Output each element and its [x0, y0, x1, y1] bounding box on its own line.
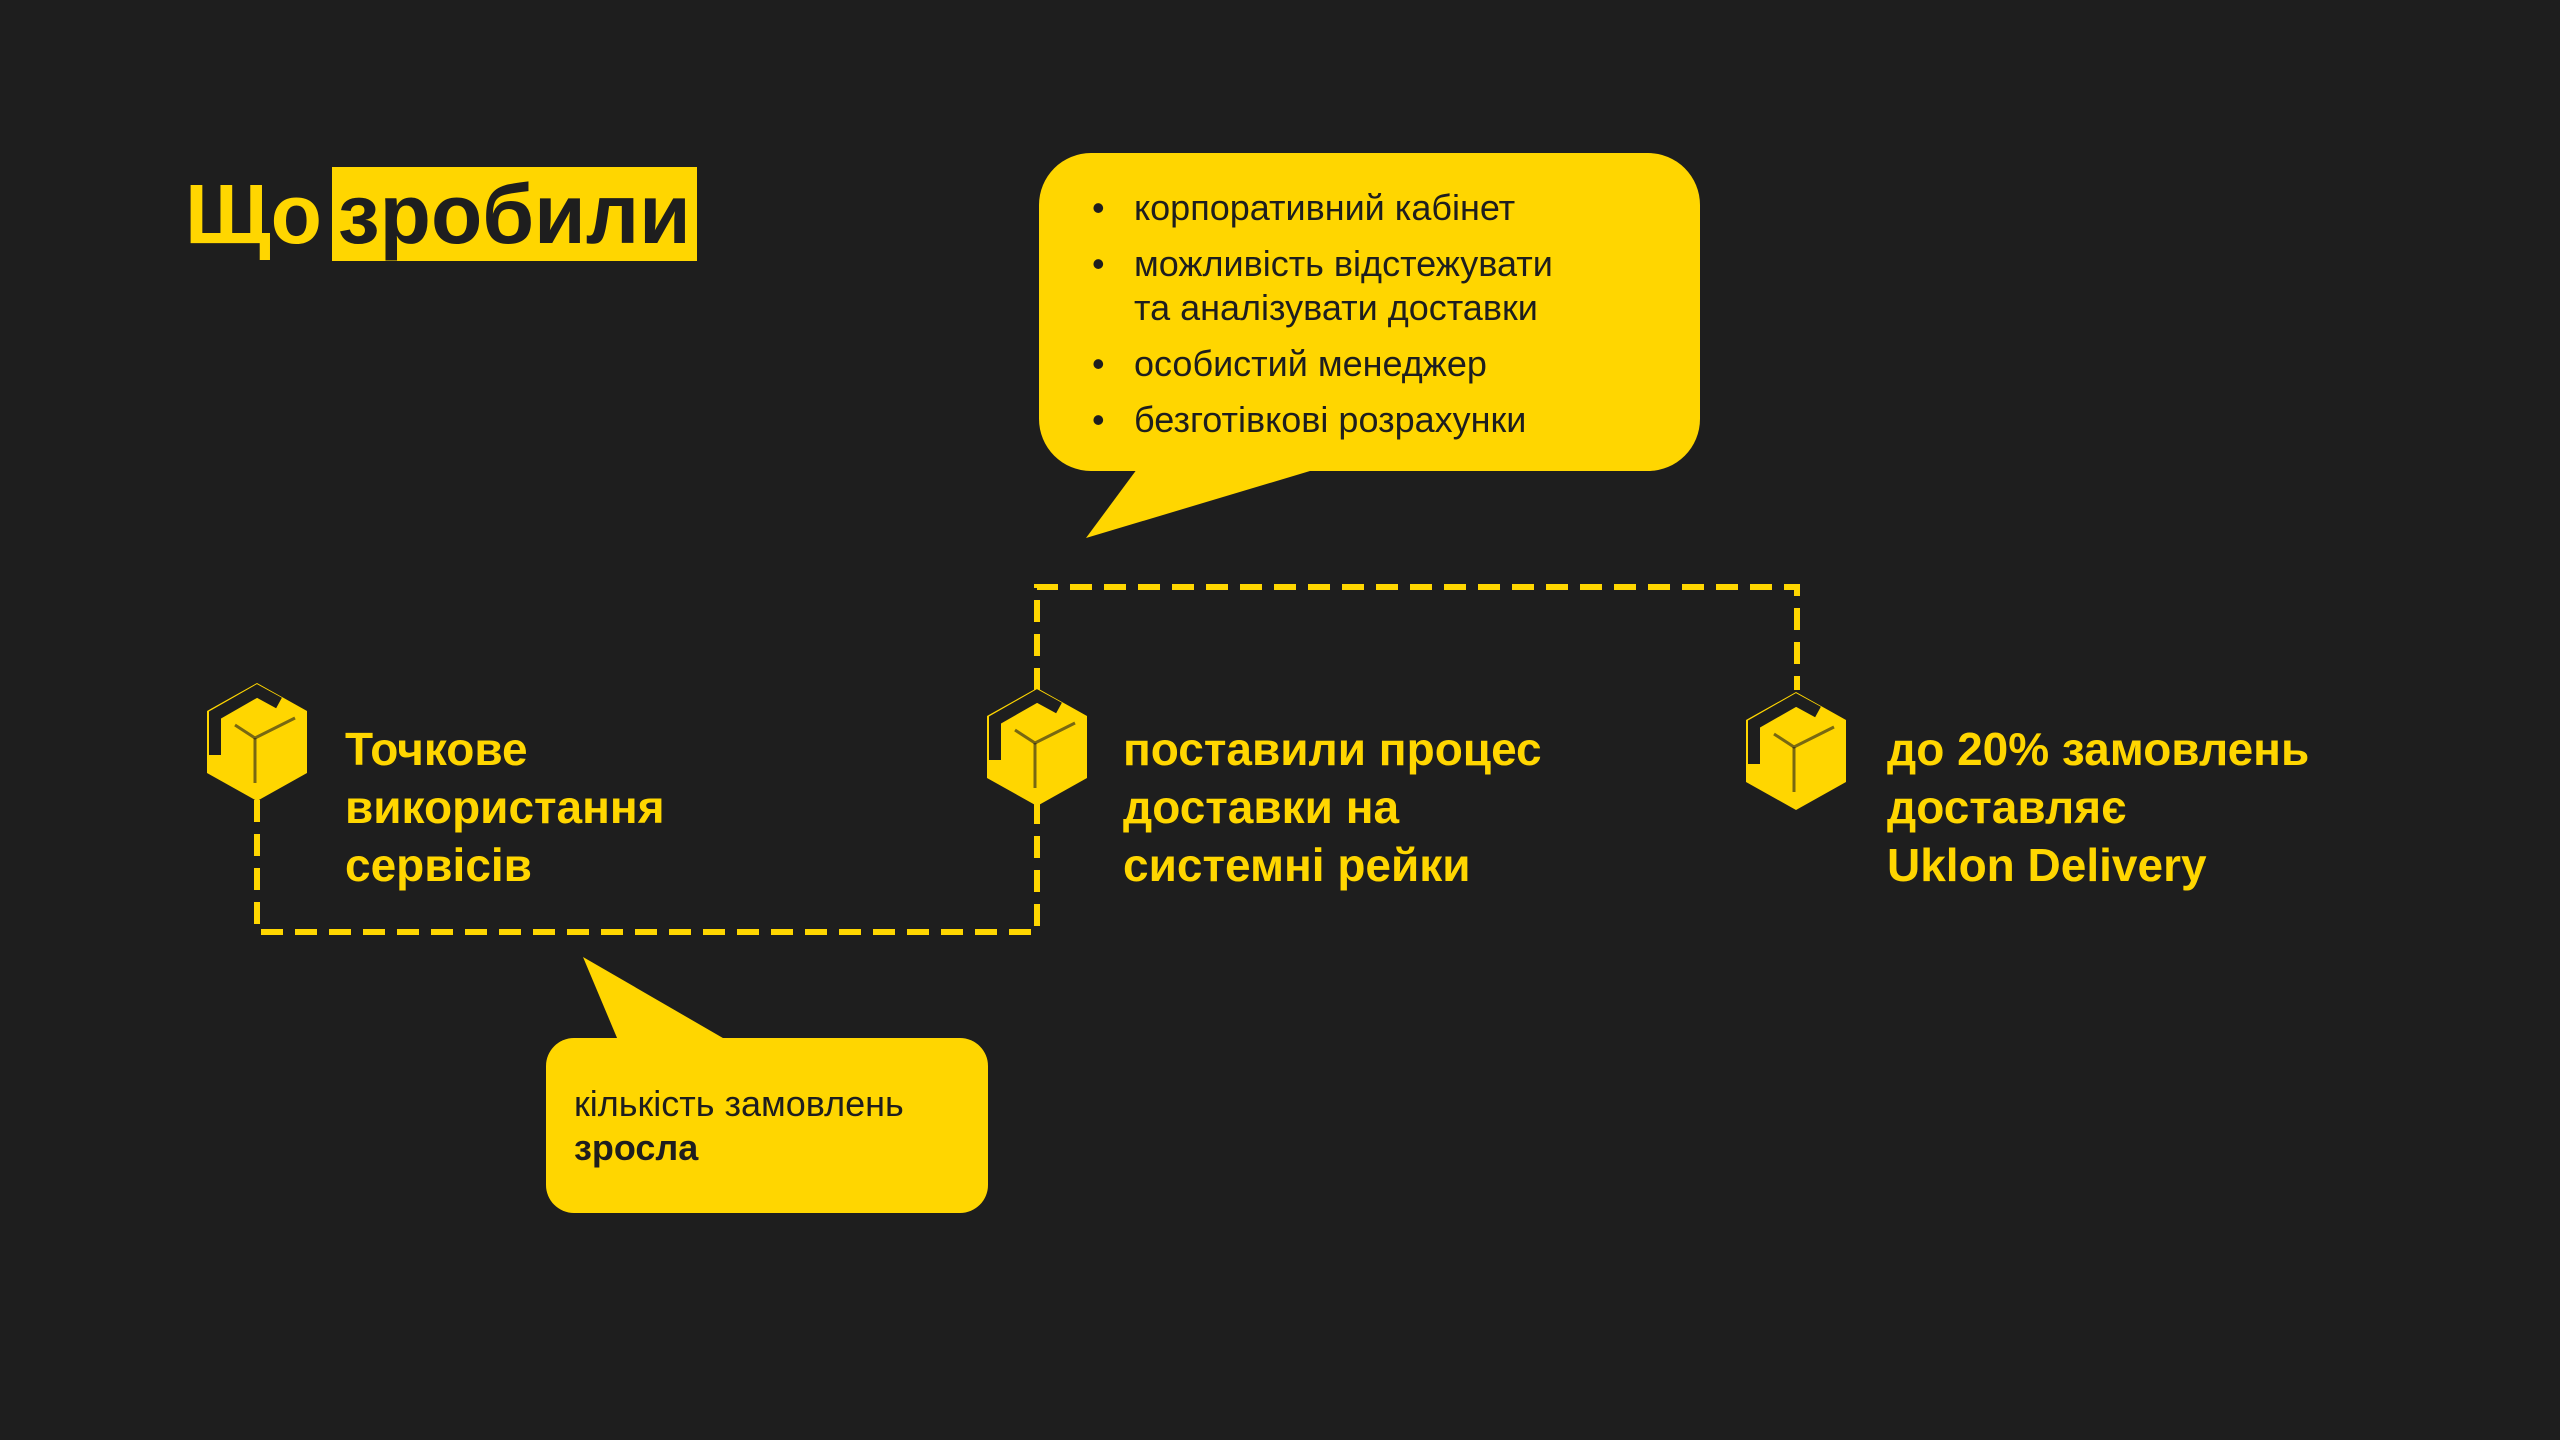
- connector-dashed-bottom: [254, 800, 1040, 935]
- step-text-line: Uklon Delivery: [1887, 839, 2207, 891]
- box-icon: [987, 688, 1087, 806]
- step-text-line: до 20% замовлень: [1887, 723, 2310, 775]
- box-icon: [1746, 692, 1846, 810]
- list-item-line: можливість відстежувати: [1134, 243, 1553, 284]
- bottom-note: кількість замовлень зросла: [574, 1082, 904, 1170]
- step-text-line: системні рейки: [1123, 839, 1471, 891]
- step-text-line: Точкове: [345, 723, 528, 775]
- bottom-speech-bubble: [546, 957, 988, 1213]
- note-text: кількість замовлень: [574, 1083, 904, 1124]
- list-item-line: та аналізувати доставки: [1134, 287, 1538, 328]
- step-text-line: використання: [345, 781, 665, 833]
- list-item: безготівкові розрахунки: [1090, 392, 1553, 448]
- list-item: корпоративний кабінет: [1090, 180, 1553, 236]
- title-highlight: зробили: [331, 167, 697, 261]
- step-text-line: доставляє: [1887, 781, 2127, 833]
- step-text-line: доставки на: [1123, 781, 1400, 833]
- step-text-line: сервісів: [345, 839, 532, 891]
- step-2: поставили процес доставки на системні ре…: [1123, 720, 1643, 894]
- step-3: до 20% замовлень доставляє Uklon Deliver…: [1887, 720, 2407, 894]
- box-icon: [207, 683, 307, 801]
- note-bold-text: зросла: [574, 1127, 699, 1168]
- features-list: корпоративний кабінет можливість відстеж…: [1090, 180, 1553, 448]
- connector-dashed-top: [1034, 584, 1800, 690]
- step-text-line: поставили процес: [1123, 723, 1542, 775]
- list-item: особистий менеджер: [1090, 336, 1553, 392]
- step-1: Точкове використання сервісів: [345, 720, 865, 894]
- title-plain: Що: [185, 167, 322, 261]
